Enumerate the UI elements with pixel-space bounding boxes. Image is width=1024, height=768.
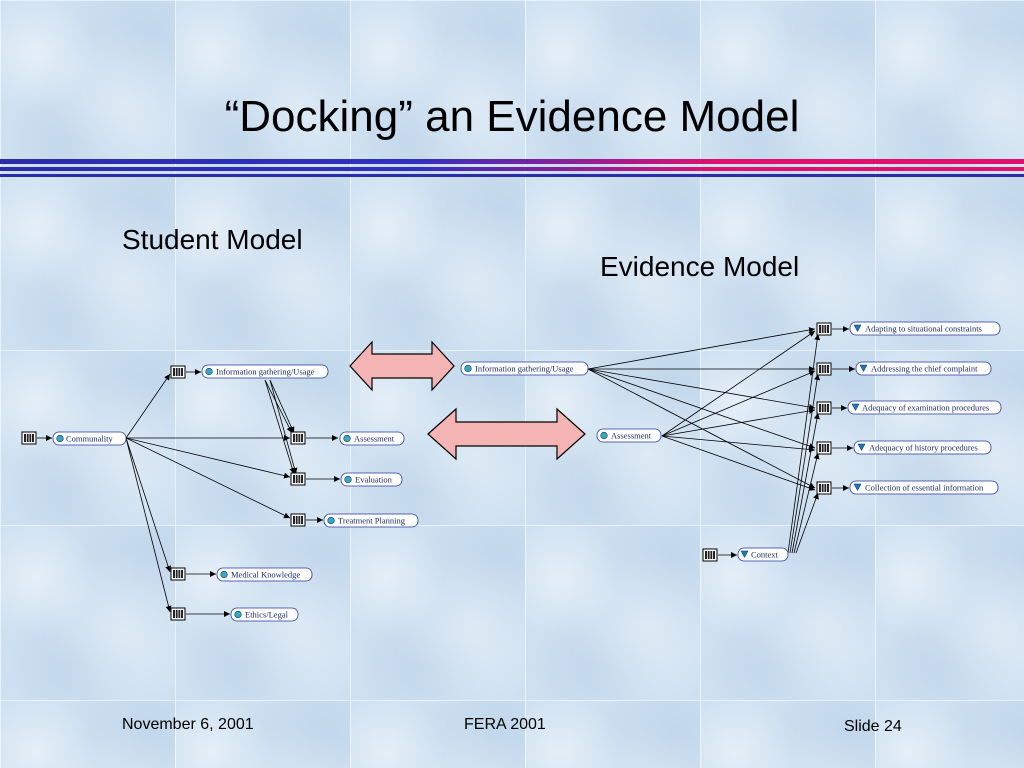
node-ethics-legal: Ethics/Legal: [230, 607, 299, 622]
node-label: Assessment: [611, 431, 652, 441]
node-label: Ethics/Legal: [245, 610, 289, 620]
node-label: Context: [751, 550, 779, 560]
circle-icon: [600, 431, 608, 440]
node-label: Information gathering/Usage: [216, 367, 315, 377]
circle-icon: [327, 516, 335, 525]
table-icon: [290, 431, 306, 445]
circle-icon: [464, 364, 472, 373]
table-icon: [170, 567, 186, 581]
table-icon: [290, 513, 306, 527]
triangle-icon: [853, 483, 862, 492]
circle-icon: [344, 475, 352, 484]
evidence-node-adequacy-history: Adequacy of history procedures: [853, 440, 992, 455]
node-label: Addressing the chief complaint: [871, 364, 978, 374]
title-divider: [0, 167, 1024, 171]
node-label: Assessment: [354, 434, 395, 444]
student-model-label: Student Model: [122, 224, 303, 255]
table-icon: [816, 441, 832, 455]
node-label: Medical Knowledge: [231, 570, 300, 580]
table-icon: [170, 365, 186, 379]
evidence-node-assessment: Assessment: [596, 428, 662, 443]
node-label: Treatment Planning: [338, 516, 406, 526]
evidence-node-context: Context: [737, 547, 789, 562]
node-assessment: Assessment: [339, 431, 405, 446]
footer-slide-number: Slide 24: [844, 718, 902, 735]
evidence-model-label: Evidence Model: [600, 251, 800, 282]
circle-icon: [220, 570, 228, 579]
evidence-node-adapting: Adapting to situational constraints: [849, 321, 1001, 336]
node-label: Communality: [66, 434, 114, 444]
triangle-icon: [851, 403, 860, 412]
table-icon: [21, 431, 37, 445]
table-icon: [702, 548, 718, 562]
node-evaluation: Evaluation: [340, 472, 403, 487]
node-label: Evaluation: [355, 475, 393, 485]
node-label: Adapting to situational constraints: [865, 324, 982, 334]
table-icon: [816, 401, 832, 415]
evidence-node-collection: Collection of essential information: [849, 480, 999, 495]
dock-arrow-lower: [427, 407, 586, 461]
table-icon: [816, 481, 832, 495]
circle-icon: [56, 434, 64, 443]
table-icon: [290, 472, 306, 486]
node-label: Collection of essential information: [865, 483, 984, 493]
node-label: Information gathering/Usage: [475, 364, 574, 374]
footer-event: FERA 2001: [464, 716, 546, 733]
triangle-icon: [740, 550, 749, 559]
evidence-node-adequacy-examination: Adequacy of examination procedures: [847, 400, 1002, 415]
circle-icon: [234, 610, 242, 619]
node-medical-knowledge: Medical Knowledge: [216, 567, 313, 582]
slide-title: “Docking” an Evidence Model: [224, 92, 800, 141]
node-treatment-planning: Treatment Planning: [323, 513, 419, 528]
circle-icon: [205, 367, 213, 376]
dock-arrow-upper: [349, 340, 455, 392]
table-icon: [170, 607, 186, 621]
node-label: Adequacy of history procedures: [869, 443, 978, 453]
evidence-node-addressing: Addressing the chief complaint: [855, 361, 992, 376]
triangle-icon: [853, 324, 862, 333]
footer-date: November 6, 2001: [122, 716, 254, 733]
node-information-gathering: Information gathering/Usage: [201, 364, 329, 379]
title-divider: [0, 174, 1024, 177]
evidence-node-information-gathering: Information gathering/Usage: [460, 361, 589, 376]
title-divider: [0, 159, 1024, 164]
table-icon: [816, 362, 832, 376]
table-icon: [816, 322, 832, 336]
node-label: Adequacy of examination procedures: [862, 403, 989, 413]
node-communality: Communality: [52, 431, 127, 446]
triangle-icon: [859, 364, 868, 373]
triangle-icon: [857, 443, 866, 452]
circle-icon: [343, 434, 351, 443]
